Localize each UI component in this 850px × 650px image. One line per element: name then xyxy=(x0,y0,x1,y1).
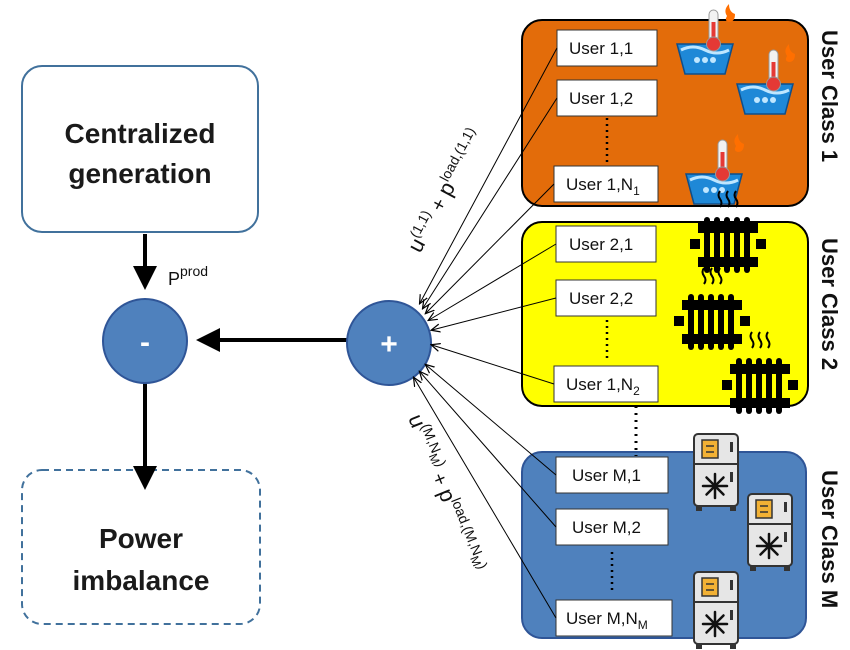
user-1-1-box xyxy=(556,29,658,67)
user-class-m-label: User Class M xyxy=(817,470,842,608)
user-1-n1-box xyxy=(553,165,659,203)
user-m-1-box xyxy=(555,456,669,494)
user-m-2-box xyxy=(555,508,669,546)
arrow-user-2-1 xyxy=(429,243,557,320)
user-1-1-label: User 1,1 xyxy=(569,39,633,58)
centralized-generation-line1: Centralized xyxy=(65,118,216,149)
user-1-2-box xyxy=(556,79,658,117)
arrow-user-m-nm xyxy=(414,378,557,619)
minus-operator xyxy=(102,298,188,384)
minus-operator-label: - xyxy=(140,326,150,359)
arrow-user-1-n1 xyxy=(426,183,555,313)
arrow-user-m-1 xyxy=(426,365,557,476)
plus-operator-label: + xyxy=(380,328,398,361)
user-m-nm-label: User M,NM xyxy=(566,609,648,632)
arrow-user-2-2 xyxy=(432,297,557,330)
user-to-sum-arrows xyxy=(414,47,558,619)
pprod-label: Pprod xyxy=(168,263,208,289)
refrigerator-icon xyxy=(746,492,794,573)
user-class-2-label: User Class 2 xyxy=(817,238,842,370)
refrigerator-icon xyxy=(692,570,740,650)
user-1-n2-box xyxy=(553,365,659,403)
refrigerator-icon xyxy=(692,432,740,513)
user-m-1-label: User M,1 xyxy=(572,466,641,485)
user-2-1-label: User 2,1 xyxy=(569,235,633,254)
user-2-2-label: User 2,2 xyxy=(569,289,633,308)
arrow-user-1-1 xyxy=(420,47,558,303)
formula-class1: u(1,1) + pload,(1,1) xyxy=(401,124,488,256)
user-m-nm-box xyxy=(555,599,673,637)
centralized-generation-line2: generation xyxy=(68,158,211,189)
centralized-generation-box xyxy=(21,65,259,233)
arrow-user-1-2 xyxy=(423,97,558,308)
arrow-user-m-2 xyxy=(420,372,557,528)
user-m-2-label: User M,2 xyxy=(572,518,641,537)
power-imbalance-line1: Power xyxy=(99,523,183,554)
power-imbalance-line2: imbalance xyxy=(73,565,210,596)
user-1-n2-label: User 1,N2 xyxy=(566,375,640,398)
user-2-2-box xyxy=(555,279,657,317)
user-1-2-label: User 1,2 xyxy=(569,89,633,108)
user-2-1-box xyxy=(555,225,657,263)
user-1-n1-label: User 1,N1 xyxy=(566,175,640,198)
user-class-1-label: User Class 1 xyxy=(817,30,842,162)
arrow-user-1-n2 xyxy=(432,345,555,385)
plus-operator xyxy=(346,300,432,386)
